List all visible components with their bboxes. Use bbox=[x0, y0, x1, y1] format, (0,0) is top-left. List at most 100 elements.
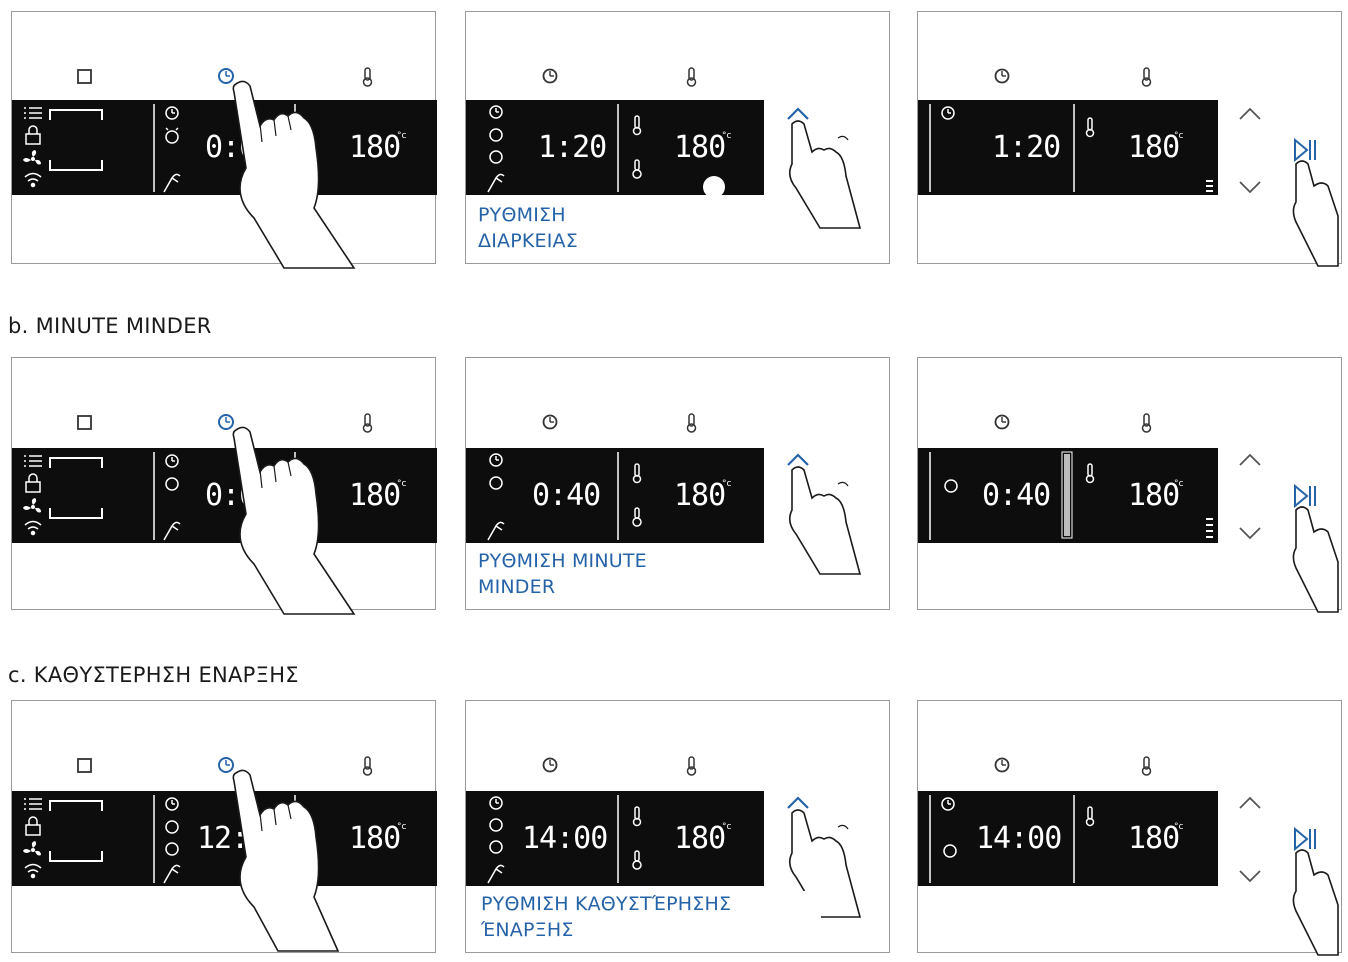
timer-icon[interactable] bbox=[218, 414, 234, 430]
stop-square-icon[interactable] bbox=[77, 69, 92, 84]
temperature-readout: 180 bbox=[1128, 478, 1179, 513]
pointing-hand-icon bbox=[232, 80, 356, 269]
temperature-unit: °c bbox=[722, 131, 732, 141]
thermometer-icon[interactable] bbox=[362, 413, 373, 433]
timer-icon[interactable] bbox=[994, 414, 1010, 430]
lcd-display bbox=[12, 791, 437, 886]
timer-icon[interactable] bbox=[994, 757, 1010, 773]
pointing-hand-icon bbox=[1292, 160, 1339, 267]
lock-icon bbox=[25, 473, 41, 493]
arrow-up-icon[interactable] bbox=[1239, 107, 1261, 120]
temperature-unit: °c bbox=[397, 479, 407, 489]
temperature-readout: 180 bbox=[349, 478, 400, 513]
arrow-up-icon[interactable] bbox=[1239, 453, 1261, 466]
pointing-hand-icon bbox=[788, 120, 862, 229]
arrow-up-icon[interactable] bbox=[787, 107, 809, 120]
temperature-readout: 180 bbox=[674, 478, 725, 513]
stop-square-icon[interactable] bbox=[77, 415, 92, 430]
thermometer-icon bbox=[1085, 806, 1095, 827]
pointing-hand-icon bbox=[1292, 506, 1339, 613]
timer-icon bbox=[165, 454, 179, 491]
lcd-display bbox=[918, 100, 1218, 195]
thermometer-icon[interactable] bbox=[1141, 756, 1152, 776]
time-readout: 1:20 bbox=[992, 130, 1060, 165]
thermometer-icon[interactable] bbox=[686, 67, 697, 87]
time-readout: 0:40 bbox=[532, 478, 600, 513]
temperature-unit: °c bbox=[1174, 822, 1184, 832]
timer-icon[interactable] bbox=[542, 68, 558, 84]
arrow-down-icon[interactable] bbox=[1239, 870, 1261, 883]
pointing-hand-icon bbox=[788, 466, 862, 575]
lcd-display bbox=[12, 448, 437, 543]
thermometer-icon bbox=[632, 115, 642, 179]
lcd-display bbox=[466, 448, 764, 543]
pointing-hand-icon bbox=[788, 809, 862, 918]
step-caption: ΡΥΘΜΙΣΗ ΔΙΑΡΚΕΙΑΣ bbox=[478, 202, 778, 254]
fan-icon bbox=[23, 841, 41, 856]
temperature-readout: 180 bbox=[349, 130, 400, 165]
temperature-readout: 180 bbox=[674, 130, 725, 165]
play-pause-icon[interactable] bbox=[1294, 483, 1316, 509]
timer-icon[interactable] bbox=[542, 414, 558, 430]
timer-icon[interactable] bbox=[218, 68, 234, 84]
pointing-hand-icon bbox=[1292, 849, 1339, 956]
thermometer-icon bbox=[1085, 463, 1095, 484]
probe-icon bbox=[163, 173, 181, 193]
arrow-up-icon[interactable] bbox=[1239, 796, 1261, 809]
menu-list-icon bbox=[24, 798, 42, 810]
timer-icon bbox=[944, 479, 958, 493]
lcd-display bbox=[466, 791, 764, 886]
lock-icon bbox=[25, 125, 41, 145]
wifi-icon bbox=[24, 520, 42, 536]
fan-icon bbox=[23, 498, 41, 513]
time-readout: 14:00 bbox=[976, 821, 1061, 856]
timer-icon bbox=[489, 453, 503, 490]
probe-icon bbox=[487, 173, 505, 193]
temperature-unit: °c bbox=[1174, 479, 1184, 489]
menu-list-icon bbox=[24, 107, 42, 119]
play-pause-icon[interactable] bbox=[1294, 826, 1316, 852]
step-caption: ΡΥΘΜΙΣΗ ΚΑΘΥΣΤΈΡΗΣΗΣ ΈΝΑΡΞΗΣ bbox=[481, 891, 821, 943]
temperature-unit: °c bbox=[722, 822, 732, 832]
timer-icon[interactable] bbox=[542, 757, 558, 773]
timer-icon bbox=[489, 796, 503, 854]
thermometer-icon[interactable] bbox=[362, 67, 373, 87]
timer-icon[interactable] bbox=[218, 757, 234, 773]
arrow-up-icon[interactable] bbox=[787, 453, 809, 466]
step-caption: ΡΥΘΜΙΣΗ MINUTE MINDER bbox=[478, 548, 778, 600]
menu-list-icon bbox=[24, 455, 42, 467]
temperature-readout: 180 bbox=[349, 821, 400, 856]
wifi-icon bbox=[24, 863, 42, 879]
temperature-unit: °c bbox=[722, 479, 732, 489]
panel-b2: 0:40 180 °c ΡΥΘΜΙΣΗ MINUTE MINDER bbox=[465, 357, 890, 610]
lcd-display bbox=[12, 100, 437, 195]
progress-scale bbox=[1061, 451, 1073, 539]
lock-icon bbox=[25, 816, 41, 836]
lcd-display bbox=[918, 791, 1218, 886]
panel-a2: 1:20 180 °c ΡΥΘΜΙΣΗ ΔΙΑΡΚΕΙΑΣ bbox=[465, 11, 890, 264]
thermometer-icon[interactable] bbox=[1141, 413, 1152, 433]
stop-square-icon[interactable] bbox=[77, 758, 92, 773]
temperature-readout: 180 bbox=[1128, 821, 1179, 856]
arrow-down-icon[interactable] bbox=[1239, 181, 1261, 194]
panel-c3: 14:00 180 °c bbox=[917, 700, 1342, 956]
thermometer-icon[interactable] bbox=[362, 756, 373, 776]
thermometer-icon[interactable] bbox=[1141, 67, 1152, 87]
timer-icon bbox=[165, 106, 179, 144]
temperature-unit: °c bbox=[397, 131, 407, 141]
timer-icon[interactable] bbox=[994, 68, 1010, 84]
play-pause-icon[interactable] bbox=[1294, 137, 1316, 163]
fan-icon bbox=[23, 150, 41, 165]
probe-icon bbox=[163, 521, 181, 541]
probe-icon bbox=[163, 864, 181, 884]
arrow-up-icon[interactable] bbox=[787, 796, 809, 809]
progress-bars bbox=[1206, 180, 1213, 192]
arrow-down-icon[interactable] bbox=[1239, 527, 1261, 540]
thermometer-icon[interactable] bbox=[686, 756, 697, 776]
wifi-icon bbox=[24, 172, 42, 188]
time-readout: 14:00 bbox=[522, 821, 607, 856]
temperature-readout: 180 bbox=[674, 821, 725, 856]
thermometer-icon[interactable] bbox=[686, 413, 697, 433]
panel-a1: 0:0 180 °c bbox=[11, 11, 437, 269]
panel-b1: 0:0 180 °c bbox=[11, 357, 437, 615]
